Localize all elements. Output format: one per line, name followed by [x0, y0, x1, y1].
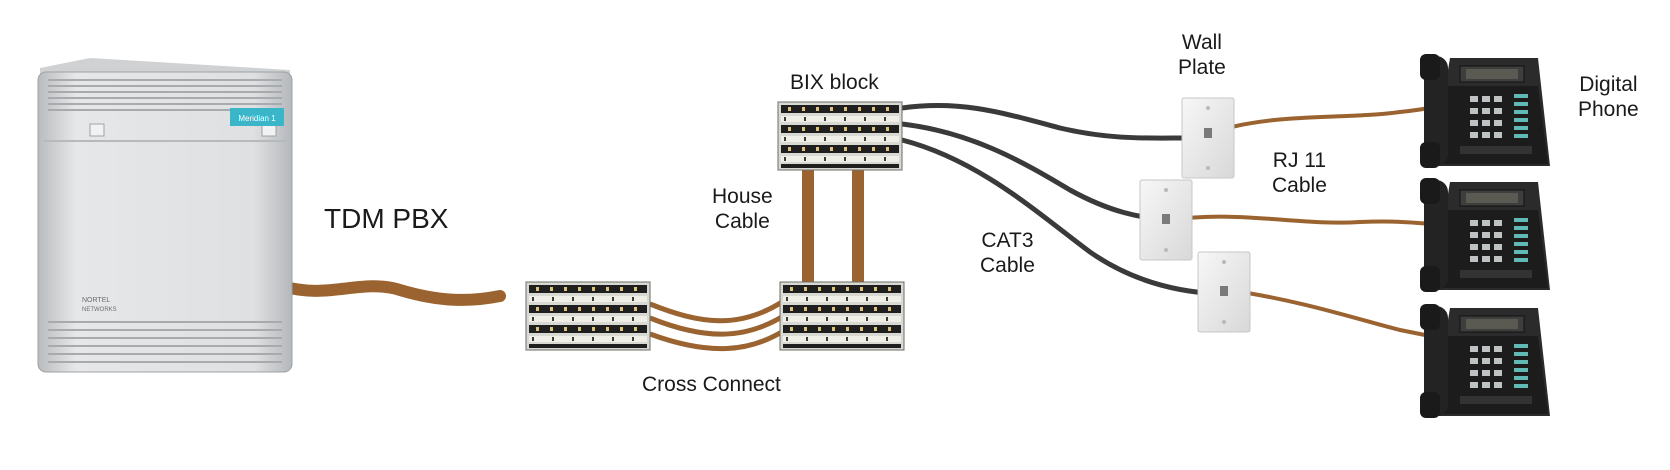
cross-connect-label: Cross Connect [642, 373, 781, 396]
desk-phone-icon [1419, 303, 1551, 419]
wall-plate-icon [1139, 179, 1193, 261]
house-cable [802, 158, 814, 294]
house-cable-label-line-2: Cable [714, 210, 770, 234]
cross-connect-jumper [649, 297, 787, 324]
pbx-chassis-icon: Meridian 1 NORTEL NETWORKS [37, 58, 293, 373]
brand-badge [230, 108, 284, 126]
cat3-cable [901, 137, 1221, 297]
cat3-cable [901, 102, 1186, 141]
rj11-cable-label-line-1: RJ 11 [1272, 149, 1327, 172]
cross-connect-jumper [649, 327, 787, 352]
wall-plate-icon [1181, 97, 1235, 179]
brand-badge-text: Meridian 1 [238, 114, 276, 123]
pbx-trunk-cable [276, 280, 506, 306]
rj11-cable-label-line-2: Cable [1272, 174, 1327, 198]
nortel-logo-text: NORTEL [82, 297, 110, 304]
rj11-cable [1169, 214, 1441, 226]
digital-phone-label-line-1: Digital [1579, 73, 1638, 96]
house-cable [852, 158, 864, 294]
cat3-cable-label-line-2: Cable [980, 254, 1035, 278]
desk-phone-icon [1419, 177, 1551, 293]
cat3-cable-label-line-1: CAT3 [981, 229, 1034, 252]
bix-block-label: BIX block [790, 71, 879, 94]
digital-phone-label-line-2: Phone [1578, 98, 1639, 122]
nortel-logo-subtext: NETWORKS [82, 307, 117, 313]
rj11-cable-label: RJ 11 Cable [1272, 148, 1327, 198]
pbx-label: TDM PBX [324, 203, 449, 234]
digital-phone-label: Digital Phone [1578, 72, 1639, 122]
cat3-cable-label: CAT3 Cable [980, 228, 1035, 278]
cross-connect-bix-block-right-icon [779, 281, 905, 351]
desk-phone-icon [1419, 53, 1551, 169]
wall-plate-icon [1197, 251, 1251, 333]
wall-plate-label-line-1: Wall [1181, 31, 1222, 54]
bix-block-icon [777, 101, 903, 171]
cross-connect-bix-block-left-icon [525, 281, 651, 351]
cross-connect-jumper [649, 312, 787, 337]
house-cable-label-line-1: House [712, 185, 773, 208]
rj11-cable [1227, 288, 1441, 340]
house-cable-label: House Cable [712, 184, 773, 234]
wall-plate-label-line-2: Plate [1178, 56, 1226, 80]
cat3-cable [901, 121, 1171, 223]
rj11-cable [1211, 104, 1441, 134]
wall-plate-label: Wall Plate [1178, 30, 1226, 80]
